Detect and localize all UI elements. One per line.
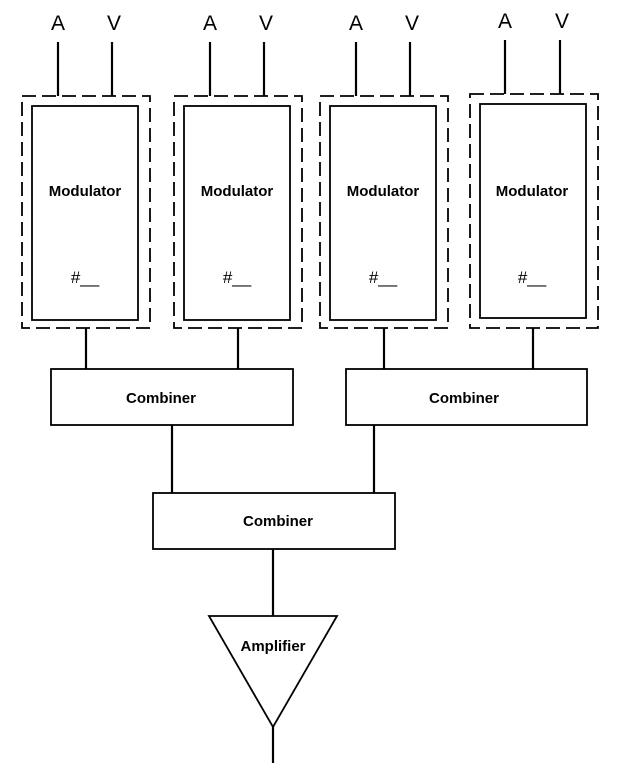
combiner-box [50,368,294,426]
amplifier-triangle [207,615,339,729]
terminal-v-label: V [107,12,121,35]
combiner-2: Combiner [345,368,588,426]
terminal-a-label: A [349,12,363,35]
combiner-label: Combiner [243,513,313,530]
terminal-a-label: A [51,12,65,35]
modulator-label: Modulator [201,183,274,200]
terminal-v-label: V [405,12,419,35]
modulator-2: A V Modulator #__ [173,12,303,329]
amplifier-label: Amplifier [240,638,305,655]
modulator-box [329,105,437,321]
combiner-label: Combiner [126,390,196,407]
combiner-label: Combiner [429,390,499,407]
modulator-number: #__ [518,268,547,287]
modulator-number: #__ [71,268,100,287]
combiner-box [345,368,588,426]
terminal-v-label: V [555,10,569,33]
combiner-1: Combiner [50,368,294,426]
modulator-box [31,105,139,321]
modulator-number: #__ [369,268,398,287]
modulator-box [183,105,291,321]
terminal-a-label: A [498,10,512,33]
modulator-label: Modulator [496,183,569,200]
terminal-a-label: A [203,12,217,35]
amplifier: Amplifier [207,615,339,729]
modulator-1: A V Modulator #__ [21,12,151,329]
modulator-number: #__ [223,268,252,287]
modulator-label: Modulator [49,183,122,200]
combiner-3: Combiner [152,492,396,550]
modulator-label: Modulator [347,183,420,200]
modulator-box [479,103,587,319]
terminal-v-label: V [259,12,273,35]
modulator-4: A V Modulator #__ [469,10,599,329]
modulator-3: A V Modulator #__ [319,12,449,329]
